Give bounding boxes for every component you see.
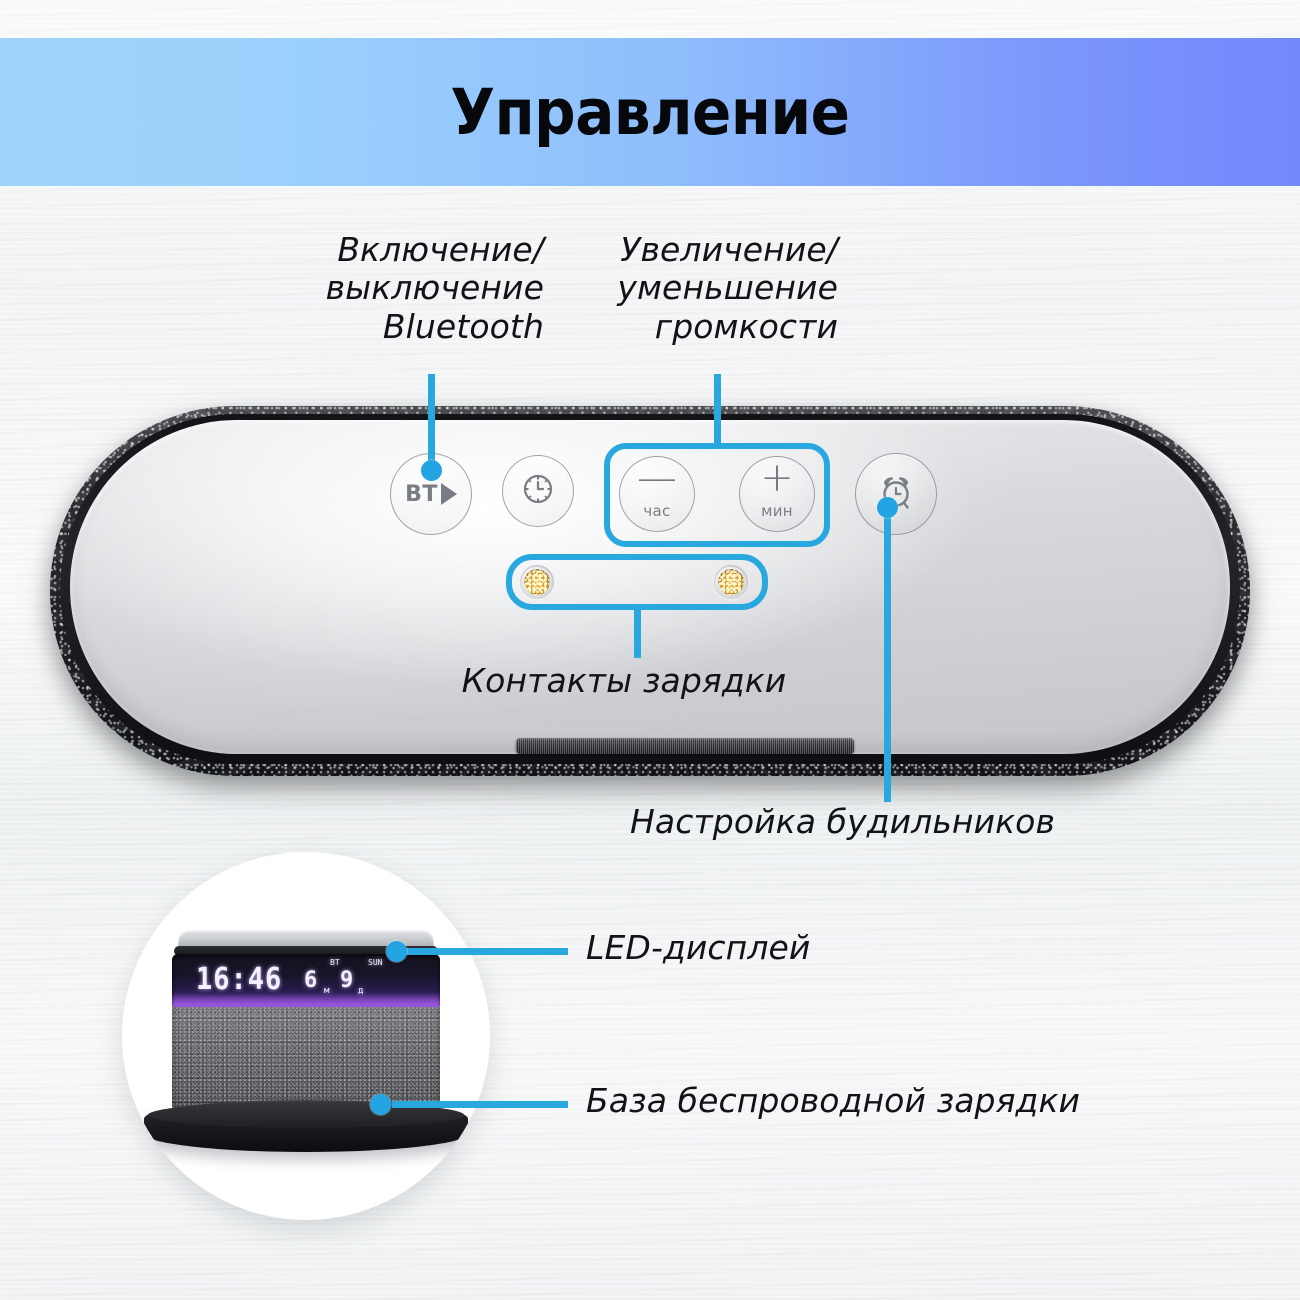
- led-weekday-indicator: SUN: [368, 958, 383, 967]
- product-cap-lip: [174, 946, 438, 956]
- led-day: 9: [340, 968, 355, 993]
- product-speaker: 16:46 BT SUN 6 м 9 д: [144, 930, 468, 1152]
- callout-label-led: LED-дисплей: [586, 928, 811, 967]
- led-day-unit: д: [358, 986, 365, 996]
- led-bt-indicator: BT: [330, 958, 340, 967]
- volume-down-label: час: [643, 502, 671, 520]
- wireless-charging-base: [144, 1100, 468, 1152]
- page-title: Управление: [450, 75, 850, 149]
- plank-seam: [0, 880, 1300, 882]
- header-band: Управление: [0, 38, 1300, 186]
- led-display-glow: [172, 992, 440, 1008]
- callout-label-volume: Увеличение/ уменьшение громкости: [617, 230, 838, 346]
- leader-line-alarm: [884, 500, 891, 802]
- charging-contact-pad: [714, 565, 748, 599]
- led-time: 16:46: [196, 962, 283, 997]
- plus-icon: +: [760, 455, 794, 501]
- leader-line-base: [392, 1101, 568, 1108]
- callout-label-contacts: Контакты зарядки: [461, 661, 787, 700]
- leader-dot-alarm: [877, 497, 898, 518]
- alarm-button[interactable]: [855, 453, 937, 535]
- volume-up-button[interactable]: + мин: [739, 456, 815, 532]
- callout-label-base: База беспроводной зарядки: [586, 1081, 1081, 1120]
- product-fabric-body: [172, 1007, 440, 1111]
- leader-dot-bluetooth: [421, 460, 442, 481]
- led-display: 16:46 BT SUN 6 м 9 д: [172, 954, 440, 1008]
- charging-contact-pad: [520, 565, 554, 599]
- play-triangle-icon: [440, 483, 457, 505]
- leader-dot-base: [370, 1094, 391, 1115]
- speaker-grille-slot: [516, 738, 854, 754]
- clock-face-icon: [517, 468, 559, 514]
- plank-seam: [0, 232, 1300, 234]
- led-month-unit: м: [324, 986, 331, 996]
- minus-icon: —: [637, 455, 677, 501]
- leader-line-volume: [714, 374, 721, 446]
- callout-label-alarm: Настройка будильников: [630, 802, 1056, 841]
- bluetooth-button-label: BT: [405, 481, 438, 507]
- leader-line-bluetooth: [428, 374, 435, 470]
- leader-dot-led: [386, 941, 407, 962]
- leader-line-contacts: [634, 606, 641, 658]
- led-month: 6: [304, 968, 319, 993]
- callout-label-bluetooth: Включение/ выключение Bluetooth: [325, 230, 544, 346]
- clock-set-button[interactable]: [502, 455, 574, 527]
- plank-seam: [0, 1096, 1300, 1098]
- volume-down-button[interactable]: — час: [619, 456, 695, 532]
- product-photo-inset: 16:46 BT SUN 6 м 9 д: [122, 852, 490, 1220]
- leader-line-led: [392, 948, 568, 955]
- volume-up-label: мин: [761, 502, 793, 520]
